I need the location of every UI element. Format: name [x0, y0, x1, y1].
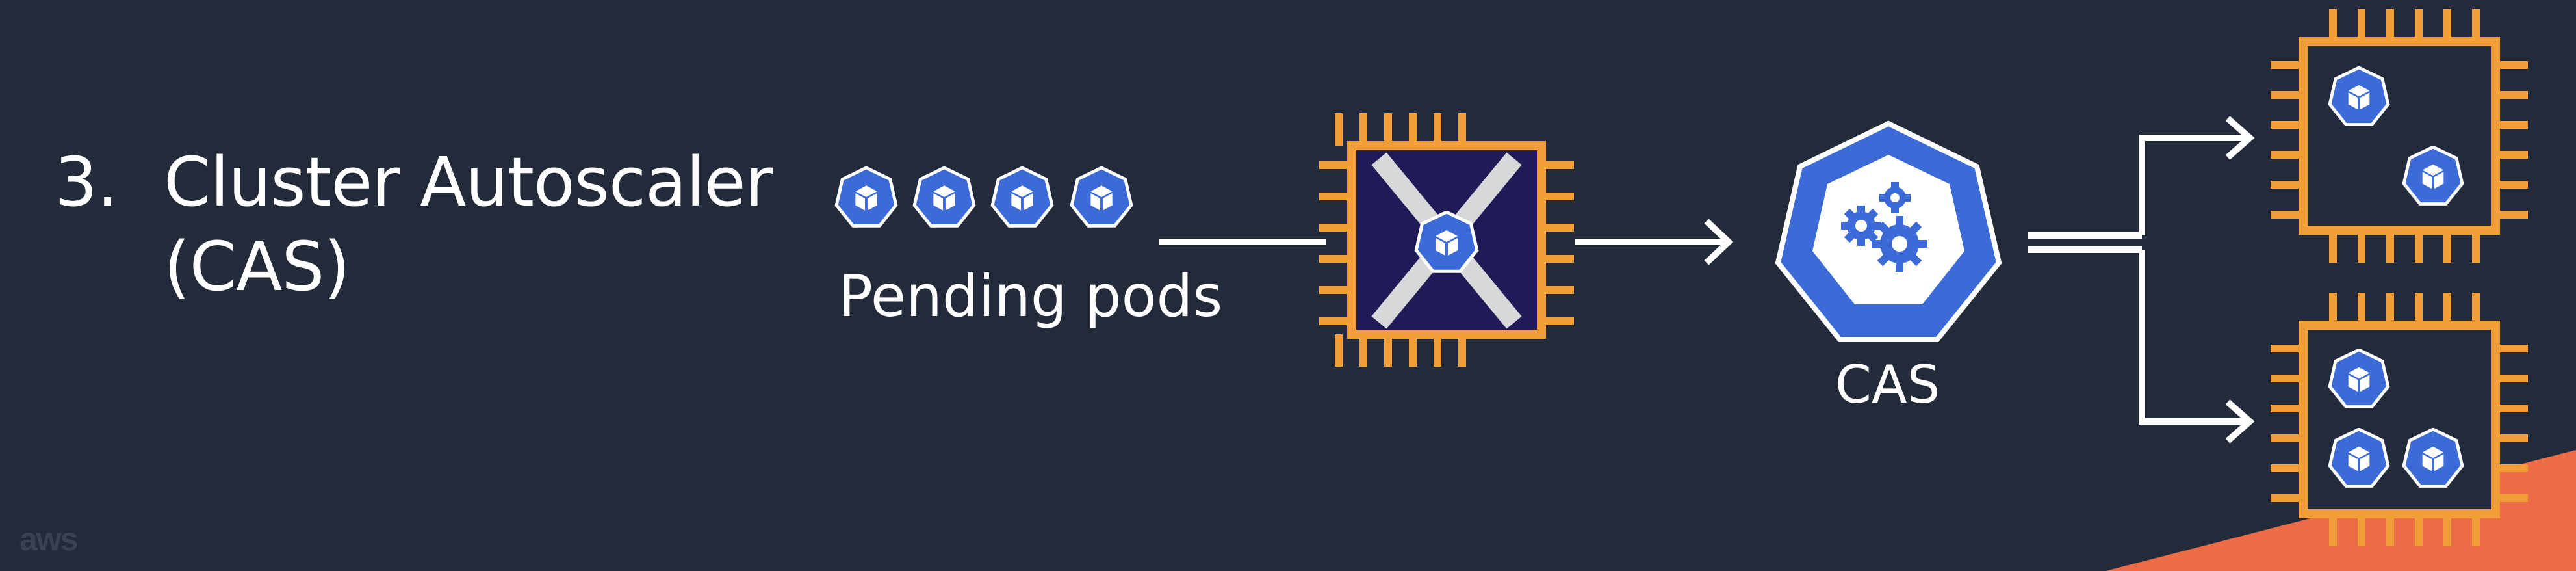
- pending-pods-label: Pending pods: [838, 263, 1223, 330]
- slide-title-line-1: Cluster Autoscaler: [164, 142, 773, 222]
- blocked-node-chip-icon: [1319, 113, 1574, 367]
- scheduled-pod-icon: [2404, 147, 2462, 204]
- kubernetes-gear-icon: [1775, 120, 2002, 342]
- aws-watermark: aws: [19, 521, 79, 557]
- arrow-to-cas: [1575, 219, 1734, 265]
- slide-title-line-2: (CAS): [164, 227, 350, 306]
- scheduled-pod-icon: [2330, 68, 2388, 125]
- scheduled-pod-icon: [2330, 350, 2388, 407]
- new-node-chip-icon-bottom: [2271, 293, 2528, 546]
- new-node-chip-icon-top: [2271, 9, 2528, 263]
- pending-pod-icon: [992, 168, 1052, 226]
- unscheduled-pod-icon: [1416, 212, 1477, 271]
- cas-label: CAS: [1835, 354, 1940, 415]
- pending-pod-icon: [836, 168, 896, 226]
- scheduled-pod-icon: [2330, 429, 2388, 486]
- pending-pod-icon: [1072, 168, 1131, 226]
- pending-pod-icon: [914, 168, 974, 226]
- scheduled-pod-icon: [2404, 429, 2462, 486]
- branch-connector: [2028, 116, 2255, 444]
- number-label: 3.: [55, 142, 118, 222]
